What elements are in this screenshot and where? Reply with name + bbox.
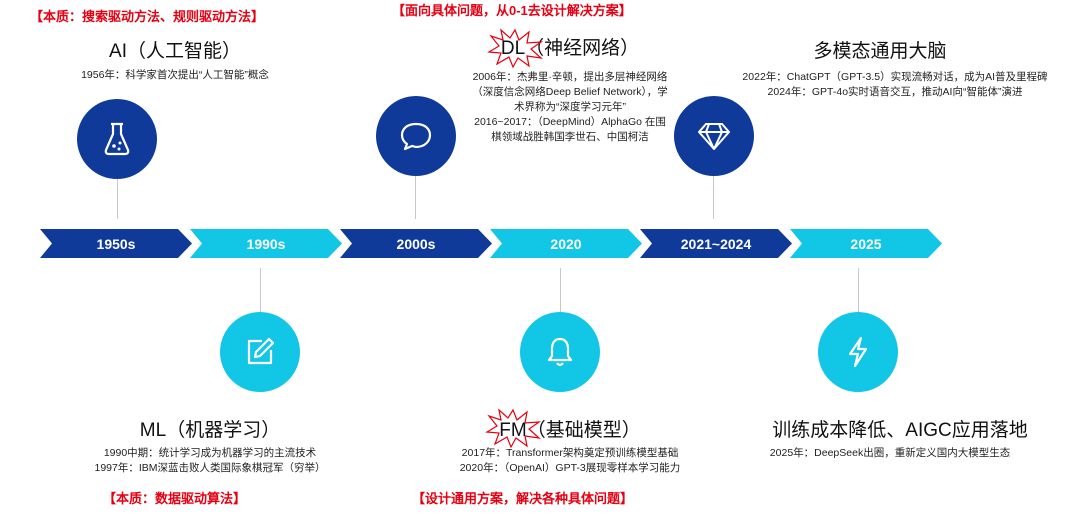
- timeline-segment-2000s: 2000s: [340, 229, 492, 258]
- chat-bubble-icon: [400, 122, 432, 151]
- mm-circle: [674, 96, 754, 176]
- fm-connector: [560, 268, 561, 312]
- timeline-segment-1990s: 1990s: [190, 229, 342, 258]
- ml-circle: [220, 312, 300, 392]
- fm-description: 2017年：Transformer架构奠定预训练模型基础 2020年：（Open…: [459, 447, 681, 474]
- dl-title: DL （神经网络）: [470, 28, 670, 68]
- mm-connector: [713, 176, 714, 219]
- lightning-icon: [848, 336, 868, 368]
- note-top-left: 【本质：搜索驱动方法、规则驱动方法】: [30, 9, 265, 24]
- note-top-center: 【面向具体问题，从0-1去设计解决方案】: [392, 3, 632, 18]
- ml-description: 1990中期：统计学习成为机器学习的主流技术 1997年：IBM深蓝击败人类国际…: [94, 447, 326, 474]
- ai-description: 1956年：科学家首次提出“人工智能”概念: [81, 69, 269, 81]
- note-bottom-center: 【设计通用方案，解决各种具体问题】: [412, 491, 634, 506]
- ai-circle: [77, 99, 157, 179]
- aigc-connector: [858, 268, 859, 312]
- ml-connector: [260, 268, 261, 312]
- ai-connector: [117, 179, 118, 219]
- mm-title: 多模态通用大脑: [813, 41, 947, 62]
- fm-circle: [520, 312, 600, 392]
- edit-icon: [247, 337, 275, 365]
- dl-description: 2006年：杰弗里·辛顿，提出多层神经网络 （深度信念网络Deep Belief…: [472, 71, 668, 143]
- aigc-title: 训练成本降低、AIGC应用落地: [772, 420, 1028, 441]
- aigc-description: 2025年：DeepSeek出圈，重新定义国内大模型生态: [769, 447, 1011, 459]
- note-bottom-left: 【本质：数据驱动算法】: [103, 491, 247, 506]
- diamond-icon: [698, 123, 730, 150]
- timeline-segment-2020: 2020: [490, 229, 642, 258]
- timeline-segment-2021-2024: 2021~2024: [640, 229, 792, 258]
- burst-icon: [485, 408, 542, 448]
- dl-connector: [415, 176, 416, 219]
- aigc-circle: [818, 312, 898, 392]
- timeline-segment-1950s: 1950s: [40, 229, 192, 258]
- ai-title: AI（人工智能）: [109, 41, 241, 62]
- bell-icon: [547, 337, 573, 367]
- burst-icon: [486, 28, 543, 68]
- timeline-segment-2025: 2025: [790, 229, 942, 258]
- dl-circle: [376, 96, 456, 176]
- mm-description: 2022年：ChatGPT（GPT-3.5）实现流畅对话，成为AI普及里程碑 2…: [742, 71, 1048, 98]
- flask-icon: [104, 122, 130, 156]
- ml-title: ML（机器学习）: [139, 420, 281, 441]
- fm-title: FM （基础模型）: [470, 408, 670, 448]
